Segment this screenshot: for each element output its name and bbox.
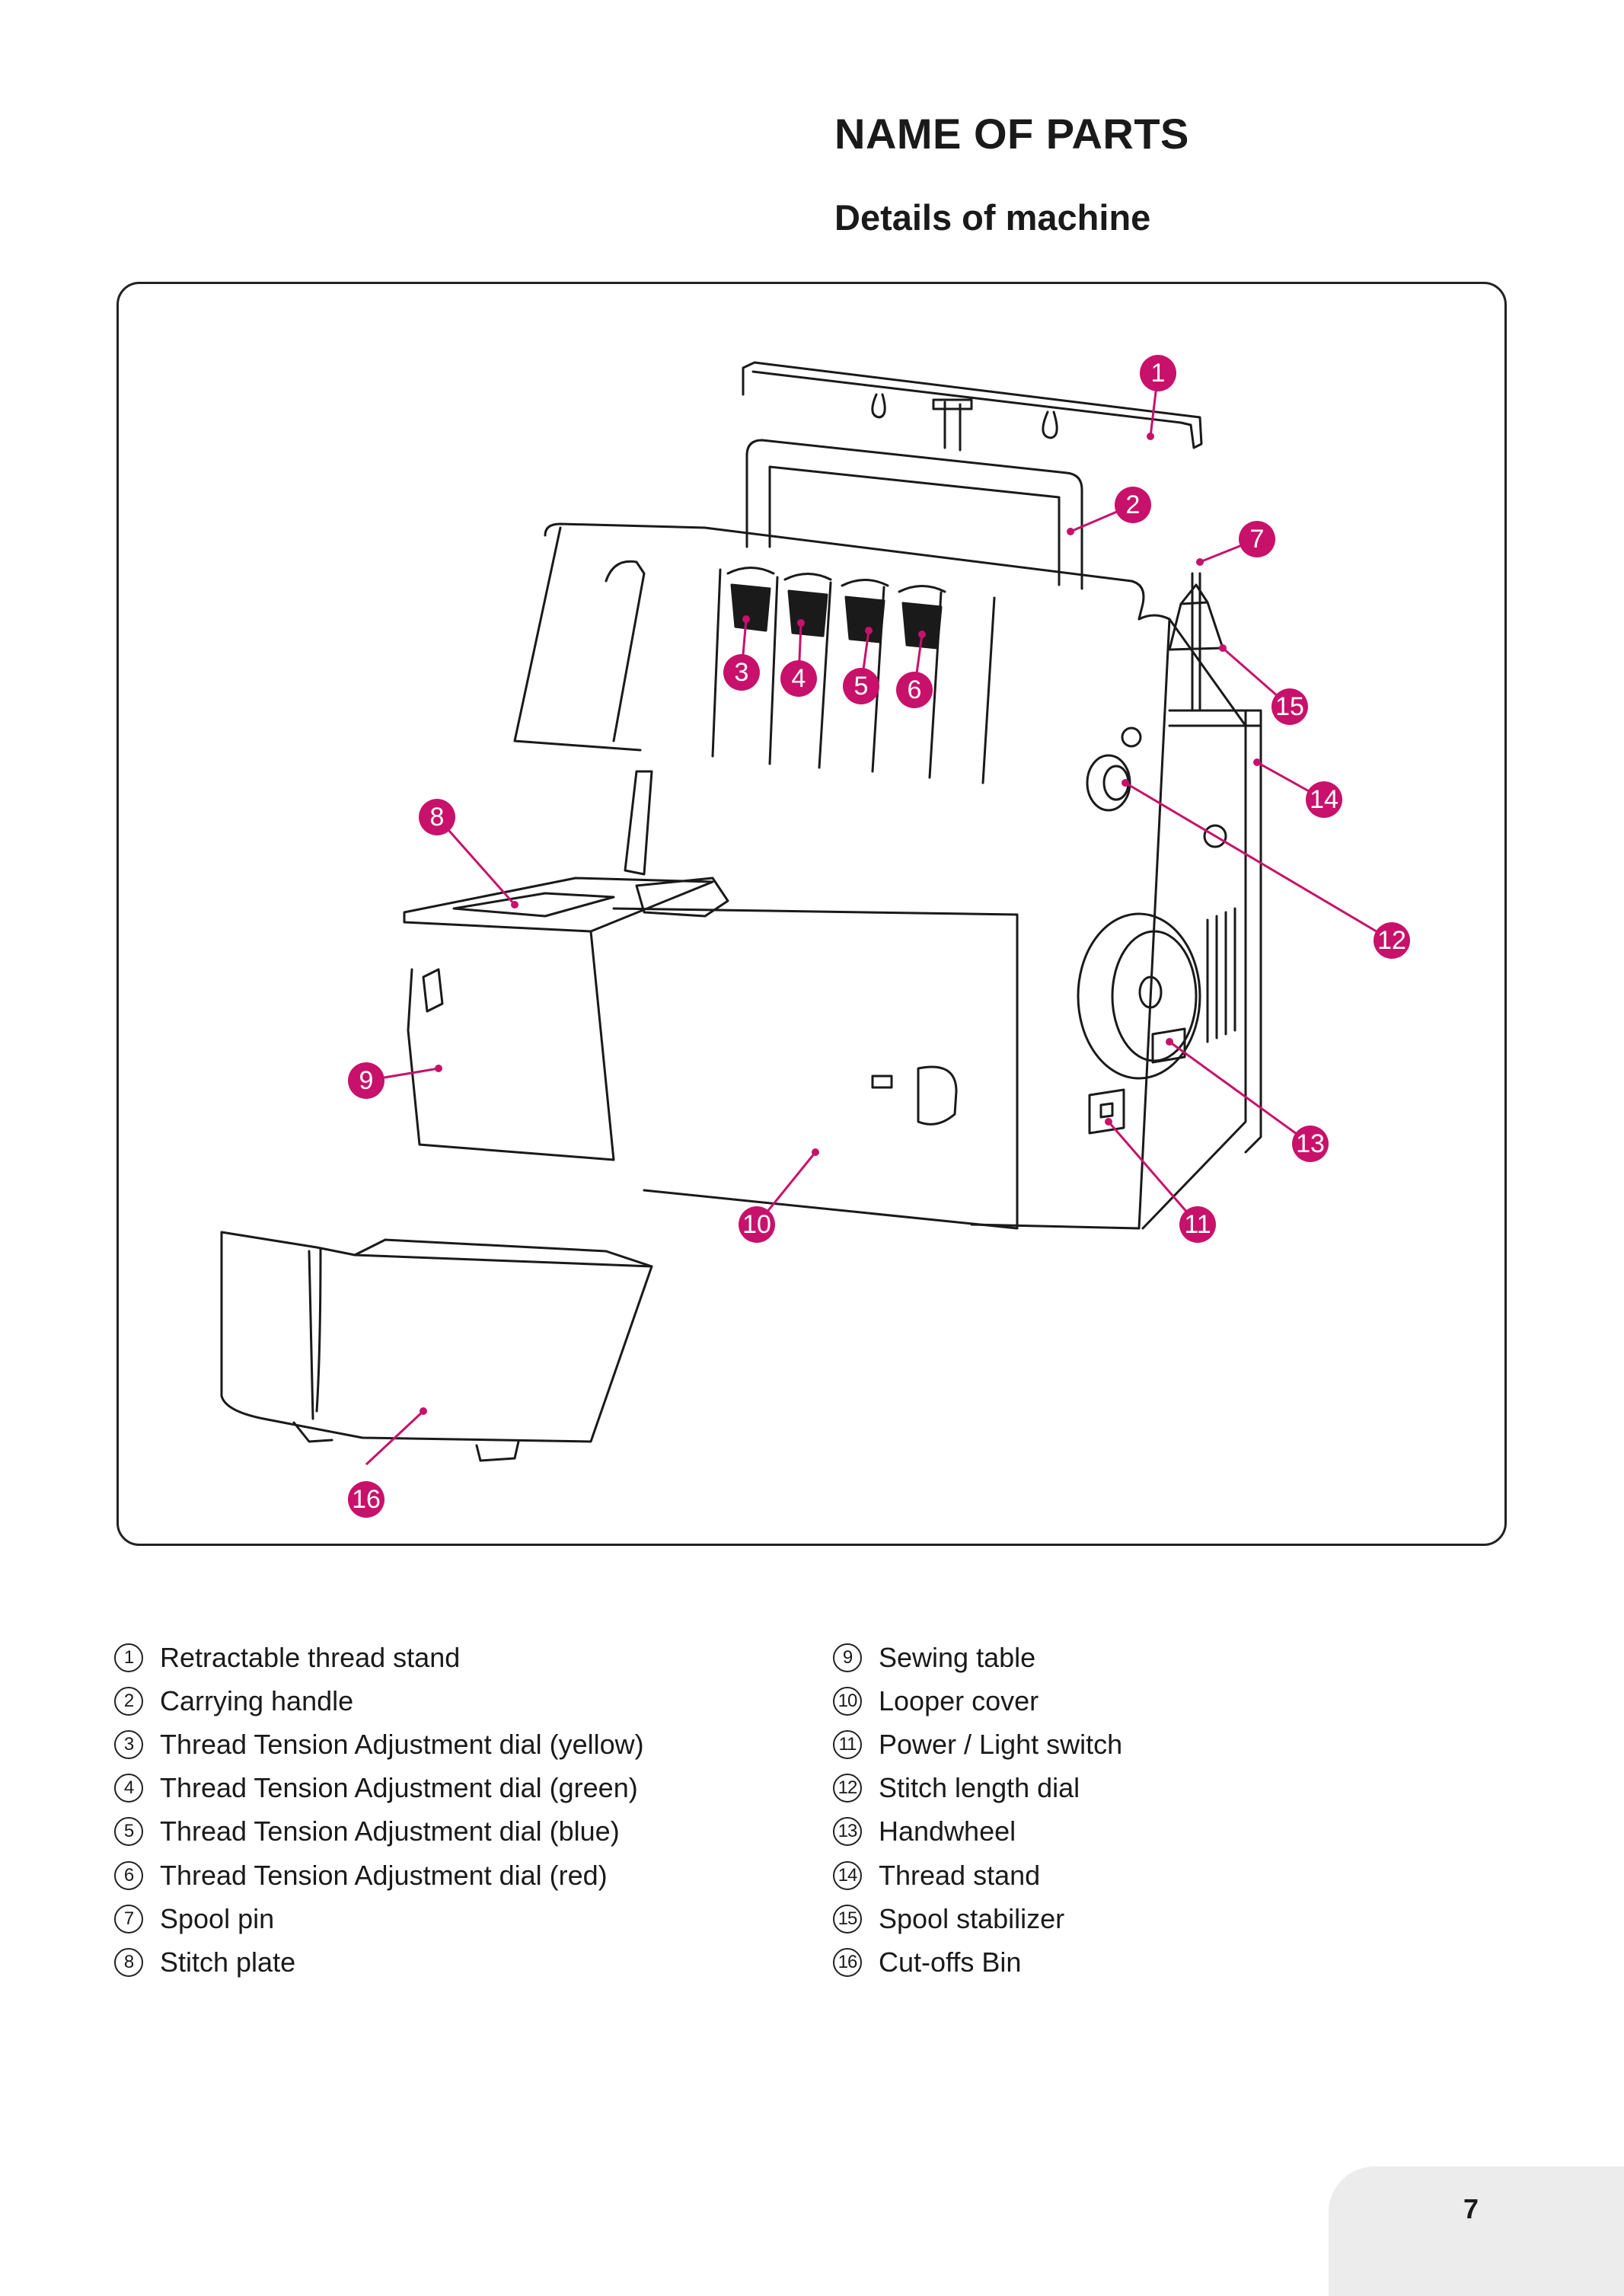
callout-7: 7 [1239,521,1275,557]
legend-item: 11 Power / Light switch [833,1723,1122,1766]
machine-line-art [220,361,1262,1462]
callout-leader-lines [365,372,1393,1466]
svg-text:9: 9 [359,1066,374,1095]
legend-item: 6 Thread Tension Adjustment dial (red) [114,1854,644,1897]
svg-text:8: 8 [430,803,445,832]
legend-number: 6 [114,1860,143,1890]
legend-number: 8 [114,1947,143,1977]
svg-text:7: 7 [1250,525,1265,554]
callout-13: 13 [1292,1126,1329,1162]
legend-number: 2 [114,1686,143,1716]
legend-number: 12 [833,1774,862,1803]
svg-text:13: 13 [1296,1129,1325,1158]
parts-legend-left: 1 Retractable thread stand 2 Carrying hand… [114,1636,644,1985]
legend-item: 8 Stitch plate [114,1940,644,1984]
svg-text:12: 12 [1377,926,1406,955]
legend-number: 4 [114,1774,143,1803]
legend-label: Sewing table [879,1641,1036,1673]
legend-item: 4 Thread Tension Adjustment dial (green) [114,1767,644,1810]
legend-number: 13 [833,1817,862,1847]
svg-text:15: 15 [1275,692,1304,721]
svg-text:6: 6 [908,675,922,704]
callout-16: 16 [348,1481,384,1518]
svg-text:1: 1 [1151,359,1166,388]
legend-item: 1 Retractable thread stand [114,1636,644,1679]
svg-text:2: 2 [1126,490,1141,519]
legend-item: 16 Cut-offs Bin [833,1940,1122,1984]
serger-machine-drawing: 1 2 3 4 5 6 7 8 9 10 11 12 13 14 15 16 [220,355,1410,1518]
legend-item: 7 Spool pin [114,1897,644,1940]
legend-label: Spool pin [160,1902,275,1934]
page-title: NAME OF PARTS [834,110,1189,158]
callout-6: 6 [896,672,933,708]
callout-8: 8 [419,799,455,835]
legend-number: 11 [833,1729,862,1759]
legend-item: 10 Looper cover [833,1679,1122,1723]
svg-text:3: 3 [735,658,749,687]
legend-number: 14 [833,1860,862,1890]
svg-text:5: 5 [854,672,869,701]
section-subtitle: Details of machine [834,197,1151,238]
legend-number: 7 [114,1904,143,1934]
legend-item: 14 Thread stand [833,1854,1122,1897]
page-number: 7 [1463,2193,1479,2224]
legend-number: 10 [833,1686,862,1716]
legend-label: Thread stand [879,1859,1041,1891]
callout-11: 11 [1179,1206,1216,1243]
legend-item: 13 Handwheel [833,1810,1122,1854]
legend-label: Looper cover [879,1684,1039,1716]
parts-legend-right: 9 Sewing table 10 Looper cover 11 Power / L… [833,1636,1122,1985]
legend-label: Power / Light switch [879,1728,1123,1760]
legend-label: Retractable thread stand [160,1641,461,1673]
legend-number: 3 [114,1729,143,1759]
callout-anchor-dots [420,433,1261,1415]
machine-diagram-frame: 1 2 3 4 5 6 7 8 9 10 11 12 13 14 15 16 [116,282,1507,1546]
legend-label: Thread Tension Adjustment dial (red) [160,1859,608,1891]
legend-number: 16 [833,1947,862,1977]
callout-10: 10 [739,1206,775,1243]
svg-text:14: 14 [1310,785,1338,814]
legend-number: 15 [833,1904,862,1934]
legend-label: Thread Tension Adjustment dial (blue) [160,1815,620,1847]
svg-text:4: 4 [792,664,806,693]
callout-9: 9 [348,1062,384,1099]
callout-5: 5 [843,668,879,704]
legend-item: 2 Carrying handle [114,1679,644,1723]
callout-15: 15 [1271,688,1308,725]
legend-label: Stitch plate [160,1946,296,1978]
callout-3: 3 [723,654,760,691]
callout-4: 4 [780,660,817,697]
callout-2: 2 [1115,487,1151,523]
svg-text:10: 10 [742,1210,771,1239]
legend-item: 15 Spool stabilizer [833,1897,1122,1940]
legend-label: Handwheel [879,1815,1016,1847]
legend-number: 9 [833,1643,862,1672]
legend-number: 5 [114,1817,143,1847]
svg-text:16: 16 [352,1485,381,1514]
legend-item: 12 Stitch length dial [833,1767,1122,1810]
page-number-tab [1329,2167,1624,2296]
legend-label: Thread Tension Adjustment dial (yellow) [160,1728,644,1760]
callout-12: 12 [1374,922,1410,959]
legend-label: Cut-offs Bin [879,1946,1022,1978]
legend-label: Thread Tension Adjustment dial (green) [160,1772,638,1804]
legend-label: Stitch length dial [879,1772,1080,1804]
legend-item: 5 Thread Tension Adjustment dial (blue) [114,1810,644,1854]
callout-14: 14 [1306,781,1342,818]
legend-number: 1 [114,1643,143,1672]
legend-item: 3 Thread Tension Adjustment dial (yellow) [114,1723,644,1766]
legend-label: Carrying handle [160,1684,354,1716]
svg-text:11: 11 [1184,1210,1211,1239]
legend-item: 9 Sewing table [833,1636,1122,1679]
callout-bubbles: 1 2 3 4 5 6 7 8 9 10 11 12 13 14 15 16 [348,355,1410,1518]
callout-1: 1 [1140,355,1176,391]
legend-label: Spool stabilizer [879,1902,1065,1934]
